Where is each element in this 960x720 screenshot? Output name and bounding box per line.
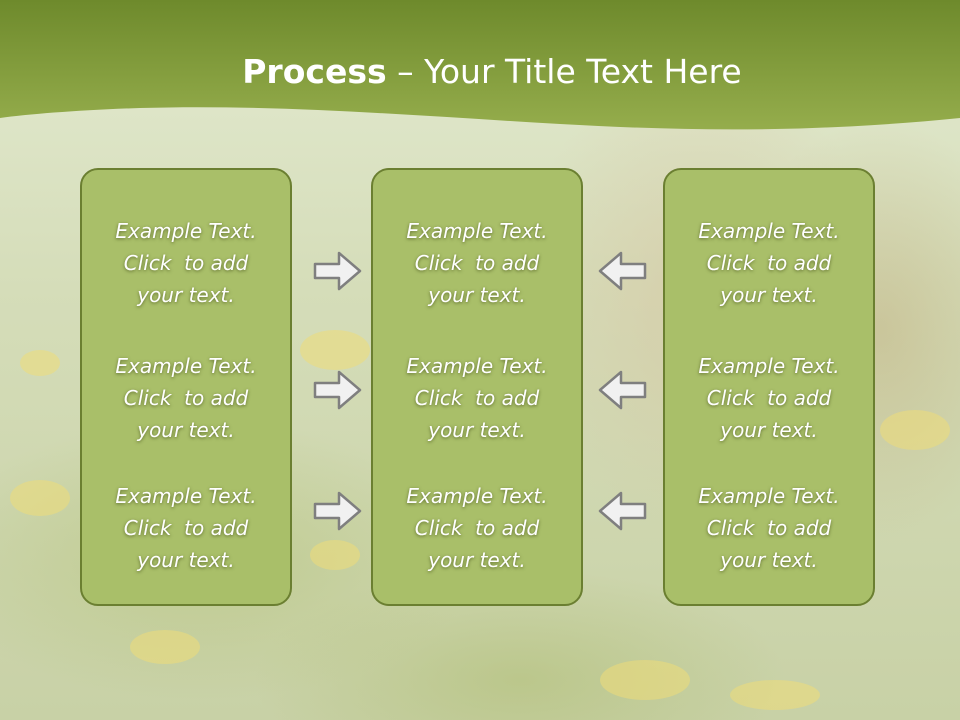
text-line: Click to add: [706, 251, 832, 275]
flower-blur: [310, 540, 360, 570]
text-line: Click to add: [706, 386, 832, 410]
text-line: Example Text.: [115, 354, 257, 378]
flower-blur: [730, 680, 820, 710]
flower-blur: [880, 410, 950, 450]
header-banner: [0, 0, 960, 130]
left-arrow-icon: [598, 491, 647, 531]
text-item[interactable]: Example Text. Click to add your text.: [665, 480, 873, 576]
text-line: your text.: [720, 548, 818, 572]
panel-right[interactable]: Example Text. Click to add your text. Ex…: [663, 168, 875, 606]
text-item[interactable]: Example Text. Click to add your text.: [665, 350, 873, 446]
text-item[interactable]: Example Text. Click to add your text.: [373, 350, 581, 446]
text-line: your text.: [428, 548, 526, 572]
text-line: Example Text.: [698, 484, 840, 508]
right-arrow-icon: [313, 491, 362, 531]
text-line: your text.: [720, 418, 818, 442]
flower-blur: [130, 630, 200, 664]
right-arrow-icon: [313, 370, 362, 410]
text-line: Example Text.: [115, 484, 257, 508]
text-item[interactable]: Example Text. Click to add your text.: [82, 215, 290, 311]
right-arrow-icon: [313, 251, 362, 291]
text-line: Example Text.: [406, 484, 548, 508]
text-line: Example Text.: [406, 354, 548, 378]
text-line: Click to add: [414, 516, 540, 540]
text-line: Example Text.: [115, 219, 257, 243]
text-line: Click to add: [706, 516, 832, 540]
text-line: your text.: [137, 548, 235, 572]
text-line: Click to add: [123, 251, 249, 275]
page-title: Process – Your Title Text Here: [0, 52, 960, 91]
flower-blur: [20, 350, 60, 376]
title-bold: Process: [242, 52, 387, 91]
text-line: Click to add: [123, 386, 249, 410]
left-arrow-icon: [598, 251, 647, 291]
text-line: your text.: [428, 283, 526, 307]
text-line: your text.: [428, 418, 526, 442]
title-rest: – Your Title Text Here: [386, 52, 742, 91]
text-line: Click to add: [414, 386, 540, 410]
text-item[interactable]: Example Text. Click to add your text.: [373, 215, 581, 311]
text-line: your text.: [137, 418, 235, 442]
panel-left[interactable]: Example Text. Click to add your text. Ex…: [80, 168, 292, 606]
text-line: Example Text.: [406, 219, 548, 243]
flower-blur: [300, 330, 370, 370]
text-line: Click to add: [414, 251, 540, 275]
text-item[interactable]: Example Text. Click to add your text.: [665, 215, 873, 311]
text-line: your text.: [720, 283, 818, 307]
text-line: Example Text.: [698, 354, 840, 378]
left-arrow-icon: [598, 370, 647, 410]
text-item[interactable]: Example Text. Click to add your text.: [373, 480, 581, 576]
text-item[interactable]: Example Text. Click to add your text.: [82, 350, 290, 446]
flower-blur: [10, 480, 70, 516]
text-line: Click to add: [123, 516, 249, 540]
text-item[interactable]: Example Text. Click to add your text.: [82, 480, 290, 576]
flower-blur: [600, 660, 690, 700]
text-line: Example Text.: [698, 219, 840, 243]
panel-center[interactable]: Example Text. Click to add your text. Ex…: [371, 168, 583, 606]
text-line: your text.: [137, 283, 235, 307]
